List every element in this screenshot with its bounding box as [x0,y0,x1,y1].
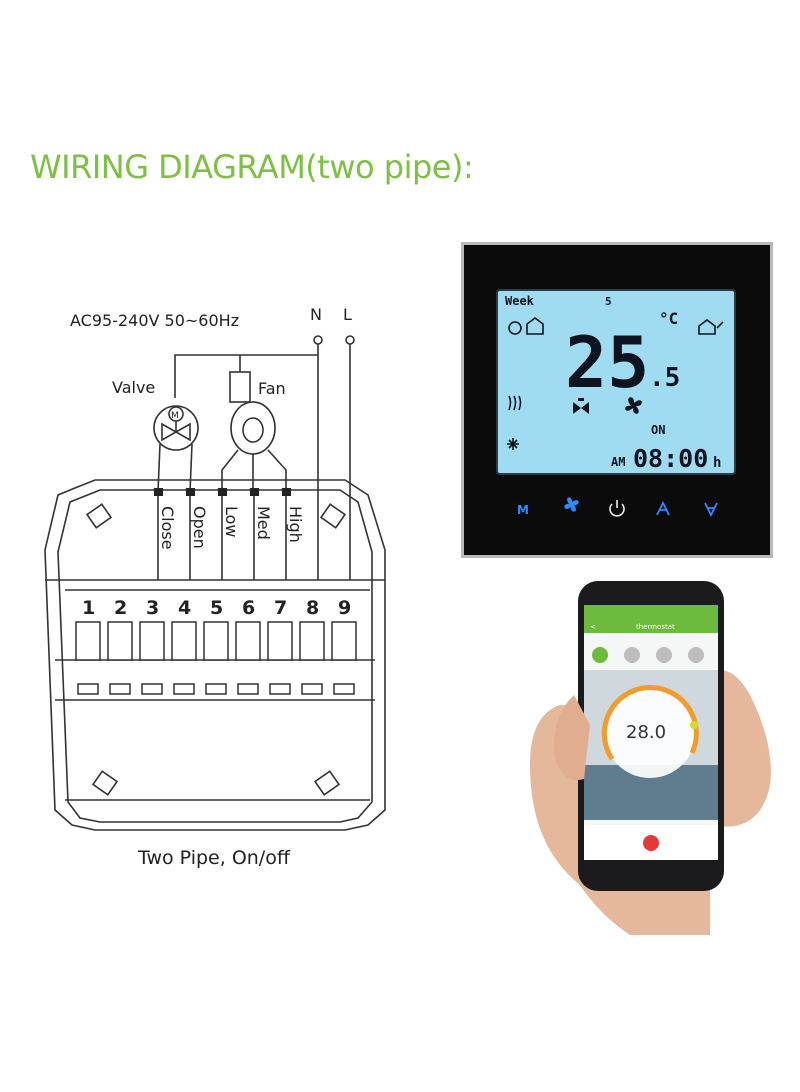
fan-wires [221,449,287,492]
terminal-number: 2 [114,597,127,619]
supply-wires [174,335,355,580]
valve-icon [573,398,589,414]
home-icon [526,317,544,335]
thumb [553,695,590,780]
up-button[interactable] [656,500,670,516]
terminal-blocks [75,621,357,661]
lcd-temperature-main: 25 [565,322,649,404]
lcd-screen [496,289,736,475]
mode-icon-1[interactable] [592,647,608,663]
back-button[interactable]: < [590,623,596,631]
power-toggle-icon[interactable] [643,835,659,851]
lcd-left-icons [507,317,724,450]
terminal-number: 1 [82,597,95,619]
neutral-label: N [310,305,322,324]
fan-label: Fan [258,379,286,398]
upper-contact-pads [154,488,291,496]
phone-in-hand: < thermostat 28.0 [530,581,771,935]
terminal-lower-slots [77,683,355,695]
power-button[interactable] [609,500,625,517]
mode-icon-2[interactable] [624,647,640,663]
terminal-number: 9 [338,597,351,619]
live-terminal [345,335,355,345]
terminal-number: 8 [306,597,319,619]
lcd-hour-suffix: h [713,455,721,471]
terminal-number: 6 [242,597,255,619]
heat-icon [508,395,522,411]
down-button[interactable] [704,502,718,518]
touch-buttons: M [517,497,718,518]
terminal-number: 7 [274,597,287,619]
dial-handle[interactable] [690,721,698,729]
neutral-terminal [313,335,323,345]
mode-icon-4[interactable] [688,647,704,663]
valve-wires [157,443,193,493]
wire-label-low: Low [222,506,241,538]
lcd-unit: °C [659,309,678,328]
fan-icon [625,397,642,414]
valve-symbol [153,405,199,451]
wire-label-med: Med [254,506,273,540]
snowflake-icon [507,438,519,450]
lcd-am-pm: AM [611,455,625,469]
wiring-diagram: AC95-240V 50~60Hz N L Valve M Fan [44,305,386,869]
terminal-number: 3 [146,597,159,619]
lcd-mid-icons [573,397,642,414]
terminal-number: 4 [178,597,191,619]
thermostat-base-outline [44,479,386,831]
app-mode-icons [592,647,704,663]
temperature-dial [604,686,696,778]
diagram-title: WIRING DIAGRAM(two pipe): [30,148,474,186]
fan-symbol [229,371,276,455]
wiring-caption: Two Pipe, On/off [137,847,291,869]
mode-icon-3[interactable] [656,647,672,663]
away-home-icon [698,319,724,335]
lcd-day-number: 5 [605,295,612,308]
app-bar [584,605,718,633]
valve-label: Valve [112,378,155,397]
set-temperature: 28.0 [626,722,666,743]
lcd-day-label: Week [505,294,535,308]
terminal-number: 5 [210,597,223,619]
wire-label-high: High [286,506,305,543]
mode-button[interactable]: M [517,503,529,517]
lcd-time: 08:00 [633,444,708,473]
terminal-wires [157,496,287,580]
wire-label-close: Close [158,506,177,550]
fan-button[interactable] [564,497,579,512]
valve-motor-label: M [171,411,179,421]
app-title: thermostat [636,623,675,631]
live-label: L [343,305,352,324]
supply-voltage-label: AC95-240V 50~60Hz [70,311,239,330]
thermostat-device: Week 5 25 .5 °C ON AM 08:00 h M [461,242,773,558]
lcd-temperature-decimal: .5 [649,363,680,393]
terminal-numbers: 1 2 3 4 5 6 7 8 9 [82,597,351,619]
wire-label-open: Open [190,506,209,549]
auto-mode-icon [508,321,522,335]
lcd-status: ON [651,423,665,437]
